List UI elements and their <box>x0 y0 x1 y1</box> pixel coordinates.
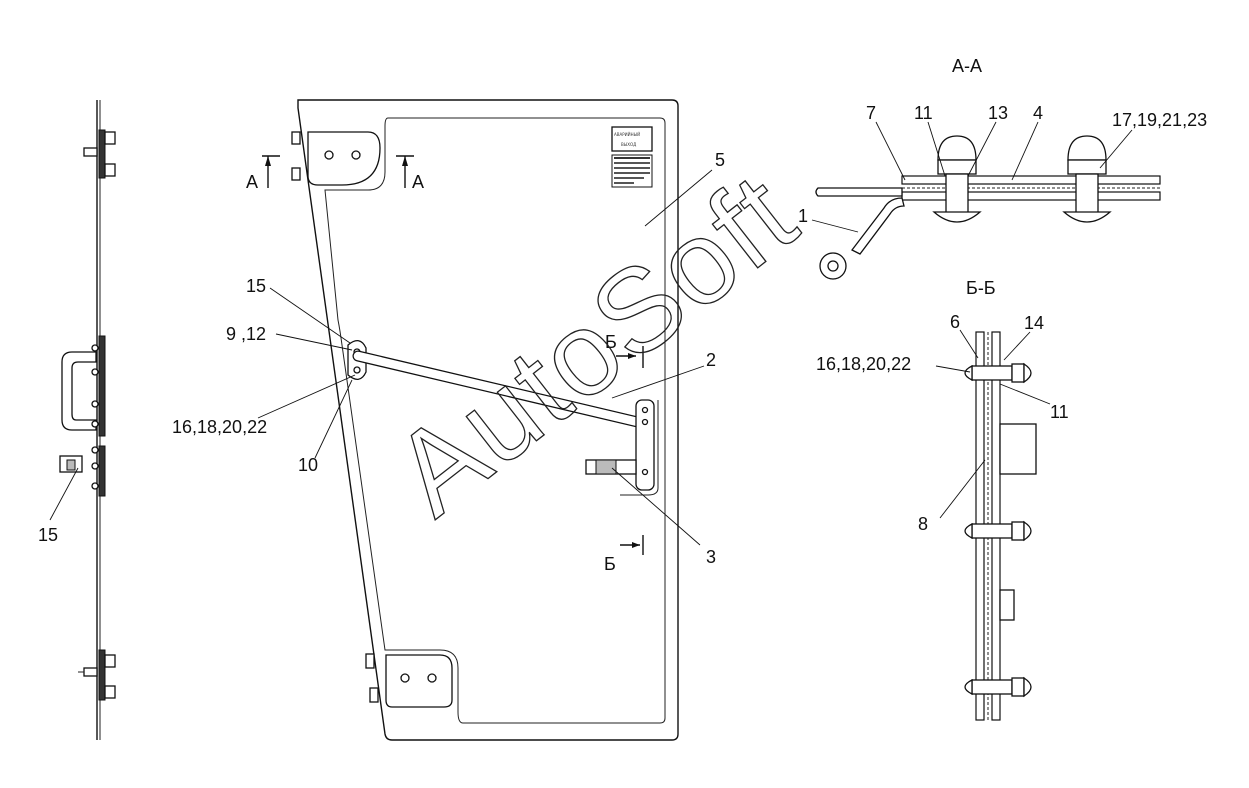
callout-3: 3 <box>706 547 716 567</box>
door-glass-outline <box>324 117 666 724</box>
callout-11-aa: 11 <box>914 103 933 123</box>
cut-label-b-top: Б <box>605 332 617 352</box>
bottom-hinge-plate <box>365 653 453 708</box>
callout-15-side: 15 <box>38 525 58 545</box>
pull-bar <box>352 350 652 430</box>
callout-9-12: 9 ,12 <box>226 324 266 344</box>
callout-6: 6 <box>950 312 960 332</box>
callout-17-19-21-23: 17,19,21,23 <box>1112 110 1207 130</box>
section-b-b-bolt-1 <box>964 362 1032 384</box>
plate-line1: АВАРИЙНЫЙ <box>614 132 640 137</box>
side-view-handle <box>61 335 106 437</box>
section-a-a: А-А 7 11 13 4 17,19,21,23 1 <box>798 56 1207 280</box>
side-view: 15 <box>38 100 116 740</box>
watermark: AutoSoft <box>370 148 821 541</box>
section-b-b-title: Б-Б <box>966 278 996 298</box>
section-a-a-bolt-2 <box>1062 135 1112 223</box>
section-b-mark-bottom: Б <box>604 535 644 574</box>
section-b-b-bolt-3 <box>964 676 1032 698</box>
section-a-mark-left: А <box>246 155 280 192</box>
side-view-bottom-hinge <box>78 649 116 701</box>
section-a-a-bolt-1 <box>932 135 982 223</box>
cut-label-a-left: А <box>246 172 258 192</box>
plate-line2: ВЫХОД <box>621 142 636 147</box>
cut-label-a-right: А <box>412 172 424 192</box>
front-view: АВАРИЙНЫЙ ВЫХОД <box>172 99 725 741</box>
top-hinge-plate <box>291 131 381 186</box>
callout-16-18-20-22-bb: 16,18,20,22 <box>816 354 911 374</box>
emergency-exit-plate: АВАРИЙНЫЙ ВЫХОД <box>611 126 653 152</box>
section-b-b: Б-Б 6 14 16,18,20,22 11 <box>816 278 1069 721</box>
callout-7: 7 <box>866 103 876 123</box>
callout-2: 2 <box>706 350 716 370</box>
callout-15-door: 15 <box>246 276 266 296</box>
section-b-mark-top: Б <box>605 332 644 368</box>
callout-8: 8 <box>918 514 928 534</box>
section-a-a-title: А-А <box>952 56 982 76</box>
section-a-mark-right: А <box>396 155 424 192</box>
callout-14: 14 <box>1024 313 1044 333</box>
cut-label-b-bottom: Б <box>604 554 616 574</box>
door-panel-outline <box>297 99 679 741</box>
callout-5: 5 <box>715 150 725 170</box>
section-b-b-bolt-2 <box>964 520 1032 542</box>
side-view-latch <box>59 445 106 497</box>
callout-11-bb: 11 <box>1050 402 1069 422</box>
callout-4: 4 <box>1033 103 1043 123</box>
callout-leader <box>49 467 79 521</box>
latch-assembly <box>585 399 655 491</box>
door-glass-cutout <box>620 400 659 496</box>
side-view-top-hinge <box>83 129 116 179</box>
callout-16-18-20-22-door: 16,18,20,22 <box>172 417 267 437</box>
instruction-label <box>611 154 653 188</box>
callout-13: 13 <box>988 103 1008 123</box>
callout-1: 1 <box>798 206 808 226</box>
callout-10: 10 <box>298 455 318 475</box>
